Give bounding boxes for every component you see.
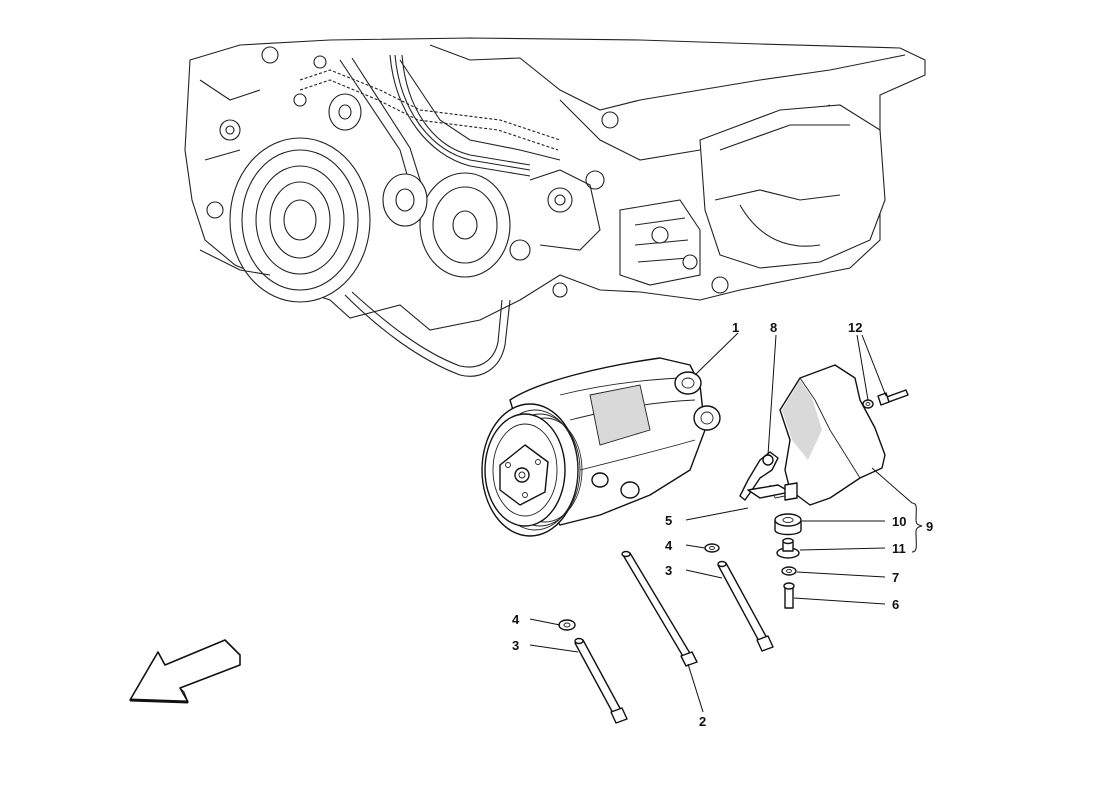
callout-3-upper: 3	[665, 563, 672, 578]
callout-4-lower: 4	[512, 612, 520, 627]
callout-6: 6	[892, 597, 899, 612]
spacer-11-illustration	[776, 537, 800, 559]
callout-4-upper: 4	[665, 538, 673, 553]
bolt-3-lower-illustration	[574, 637, 628, 724]
washer-4-upper-illustration	[704, 543, 720, 553]
bushing-10-illustration	[774, 513, 802, 536]
callout-2: 2	[699, 714, 706, 729]
callout-10: 10	[892, 514, 906, 529]
callout-9: 9	[926, 519, 933, 534]
callout-8: 8	[770, 320, 777, 335]
washer-7-illustration	[781, 566, 797, 576]
callout-12: 12	[848, 320, 862, 335]
callout-5: 5	[665, 513, 672, 528]
bolt-12-illustration	[862, 389, 909, 409]
leader-lines	[529, 332, 923, 713]
direction-arrow-icon	[129, 639, 241, 704]
callout-11: 11	[892, 541, 906, 556]
long-bolt-2-illustration	[621, 550, 698, 667]
screw-6-illustration	[783, 582, 795, 609]
bolt-3-upper-illustration	[717, 560, 774, 652]
ac-compressor-illustration	[481, 357, 721, 537]
callout-3-lower: 3	[512, 638, 519, 653]
heat-shield-illustration	[739, 364, 886, 506]
callout-labels: 1 8 12 10 9 5 4 11 3 7 6 4 3 2	[512, 320, 933, 729]
callout-7: 7	[892, 570, 899, 585]
callout-1: 1	[732, 320, 739, 335]
engine-assembly-illustration	[184, 37, 926, 377]
washer-4-lower-illustration	[558, 619, 576, 631]
